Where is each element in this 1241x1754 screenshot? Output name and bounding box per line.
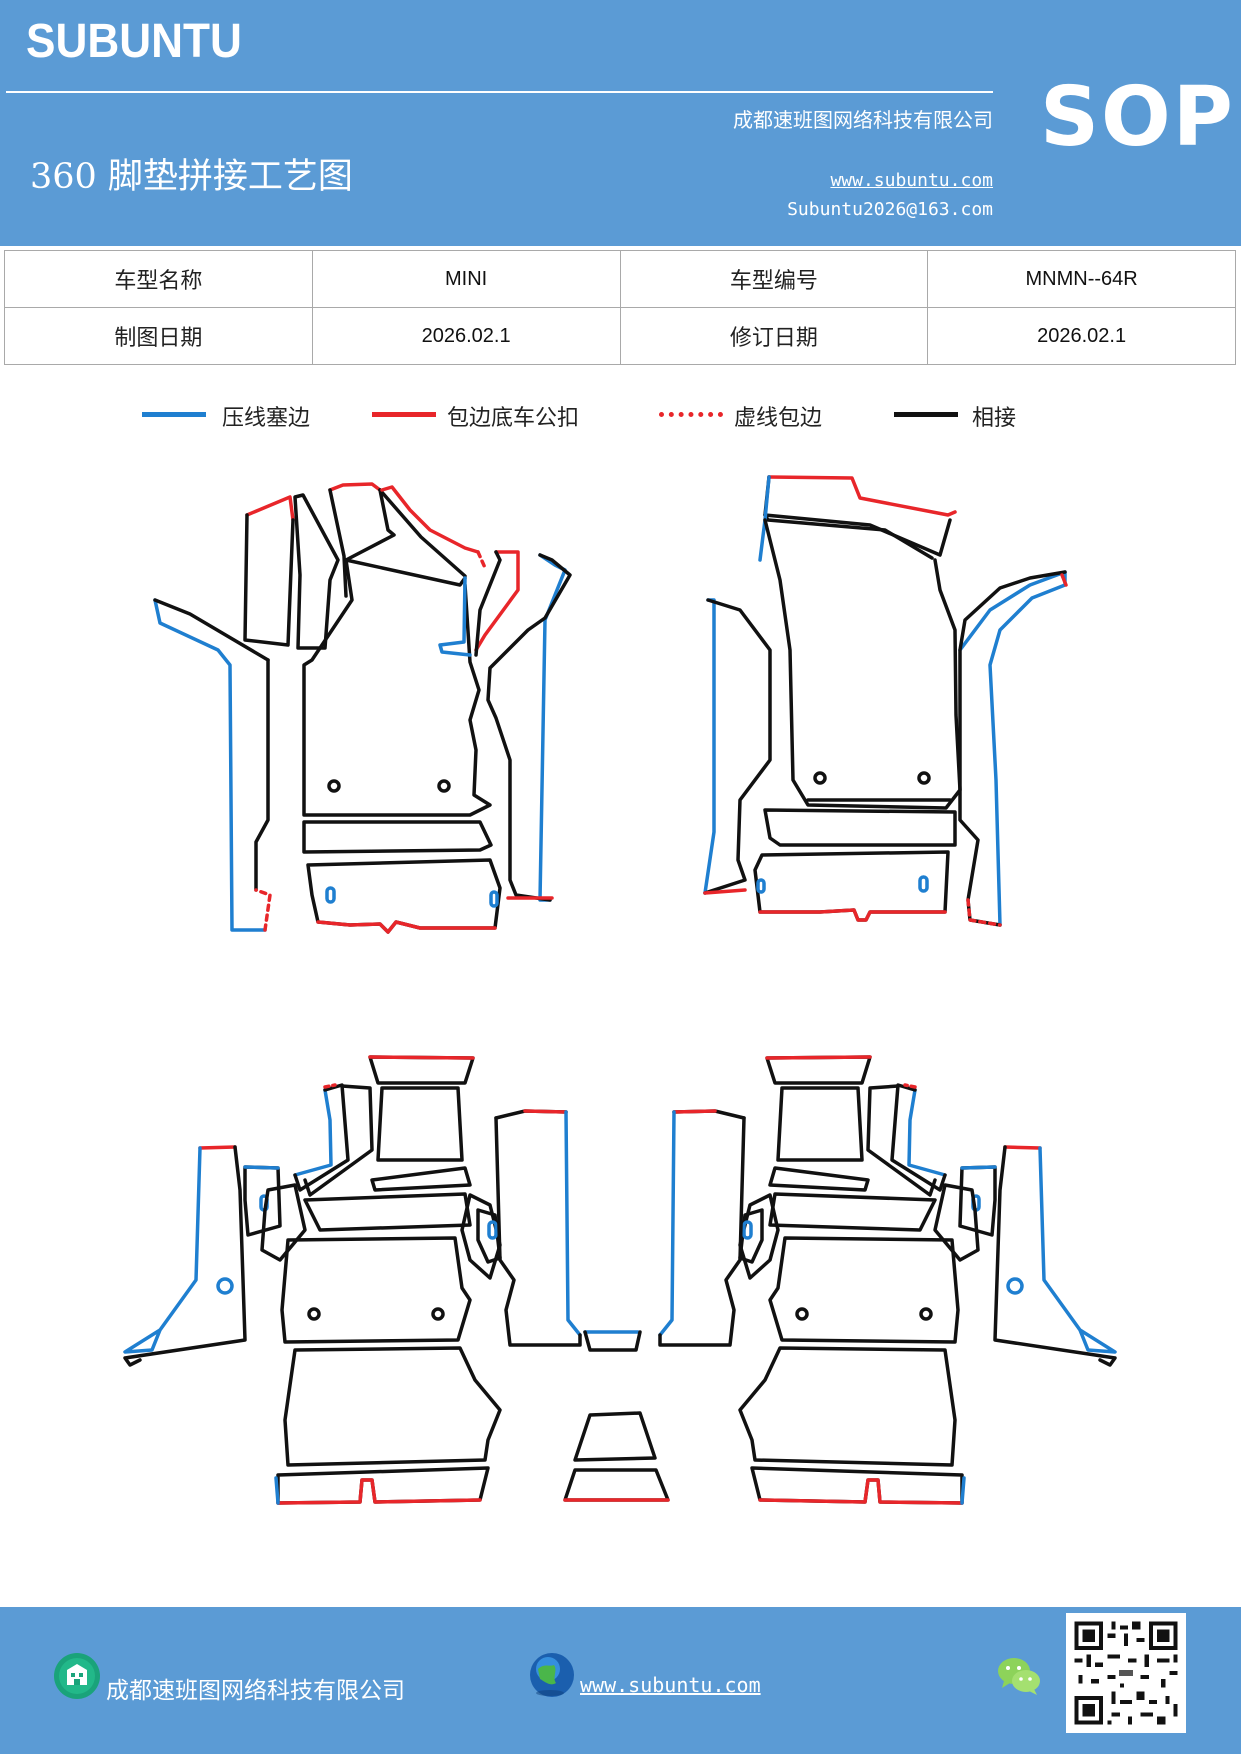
vehicle-info-table: 车型名称 MINI 车型编号 MNMN--64R 制图日期 2026.02.1 … bbox=[4, 250, 1236, 365]
model-name-value: MINI bbox=[311, 250, 621, 308]
legend-swatch-red-dotted bbox=[659, 412, 723, 417]
qr-code-icon[interactable] bbox=[1066, 1613, 1186, 1733]
model-name-label: 车型名称 bbox=[4, 250, 313, 308]
header-email: Subuntu2026@163.com bbox=[787, 199, 993, 220]
legend-label: 压线塞边 bbox=[222, 406, 311, 431]
header-website-link[interactable]: www.subuntu.com bbox=[830, 170, 993, 191]
legend-swatch-blue-solid bbox=[142, 412, 206, 417]
table-row: 车型名称 MINI 车型编号 MNMN--64R bbox=[4, 250, 1236, 308]
legend-label: 虚线包边 bbox=[734, 406, 823, 431]
footer-company-name: 成都速班图网络科技有限公司 bbox=[106, 1678, 405, 1704]
header-divider bbox=[6, 91, 993, 93]
brand-logo: SUBUNTU bbox=[26, 15, 242, 68]
globe-icon bbox=[530, 1653, 574, 1697]
drawing-date-label: 制图日期 bbox=[4, 307, 313, 365]
header-banner: SUBUNTU 成都速班图网络科技有限公司 360 脚垫拼接工艺图 www.su… bbox=[0, 0, 1241, 246]
model-code-label: 车型编号 bbox=[619, 250, 929, 308]
model-code-value: MNMN--64R bbox=[927, 250, 1236, 308]
drawing-date-value: 2026.02.1 bbox=[311, 307, 621, 365]
sop-badge: SOP bbox=[1040, 70, 1235, 165]
front-right-mat-group bbox=[703, 475, 1068, 927]
legend-swatch-black-solid bbox=[894, 412, 958, 417]
rear-right-mat-group bbox=[658, 1055, 1117, 1505]
legend-label: 相接 bbox=[972, 406, 1017, 431]
revision-date-value: 2026.02.1 bbox=[927, 307, 1236, 365]
table-row: 制图日期 2026.02.1 修订日期 2026.02.1 bbox=[4, 307, 1236, 365]
page-title: 360 脚垫拼接工艺图 bbox=[30, 157, 353, 197]
footer-banner: 成都速班图网络科技有限公司 www.subuntu.com bbox=[0, 1607, 1241, 1754]
legend-label: 包边底车公扣 bbox=[447, 406, 580, 431]
rear-left-mat-group bbox=[123, 1055, 670, 1505]
revision-date-label: 修订日期 bbox=[619, 307, 929, 365]
floor-mat-diagram bbox=[123, 475, 1117, 1505]
wechat-icon[interactable] bbox=[996, 1655, 1042, 1697]
legend-swatch-red-solid bbox=[372, 412, 436, 417]
front-left-mat-group bbox=[153, 482, 572, 934]
building-icon bbox=[54, 1653, 100, 1699]
header-company-name: 成都速班图网络科技有限公司 bbox=[733, 108, 993, 132]
footer-website-link[interactable]: www.subuntu.com bbox=[580, 1673, 761, 1697]
